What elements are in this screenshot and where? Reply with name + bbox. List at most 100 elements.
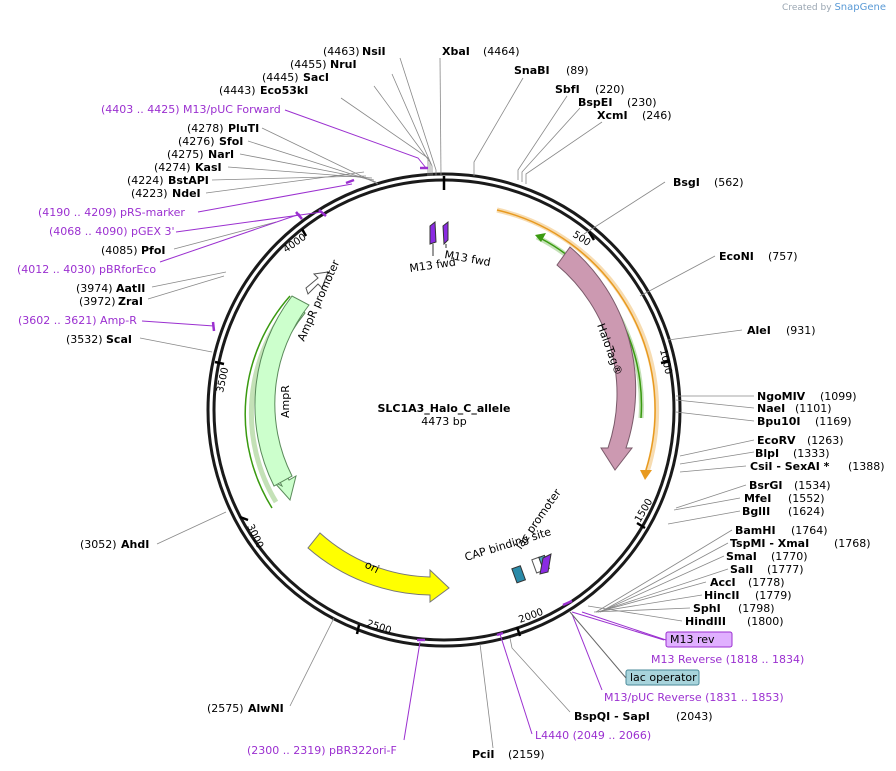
enzyme-pos-sbfi: (220) (595, 83, 625, 96)
plasmid-name: SLC1A3_Halo_C_allele (377, 402, 510, 415)
enzyme-pos-csii: (1388) (848, 460, 885, 473)
primer-l4440: L4440 (2049 .. 2066) (535, 729, 651, 742)
enzyme-pos-kasi: (4274) (154, 161, 191, 174)
leader-lines (139, 57, 755, 749)
primer-labels: (4403 .. 4425) M13/pUC Forward (4190 .. … (17, 103, 804, 757)
ampr-label: AmpR (279, 385, 292, 418)
enzyme-name-sali: SalI (730, 563, 753, 576)
enzyme-name-ngomiv: NgoMIV (757, 390, 806, 403)
enzyme-pos-ahdi: (3052) (80, 538, 117, 551)
enzyme-pos-eco53ki: (4443) (219, 84, 256, 97)
ori-feature (307, 532, 450, 603)
enzyme-name-nrui: NruI (330, 58, 357, 71)
enzyme-name-pfoi: PfoI (141, 244, 166, 257)
tick-marks (214, 228, 671, 637)
m13-fwd-feature-2 (442, 220, 449, 246)
enzyme-pos-hindiii: (1800) (747, 615, 784, 628)
enzyme-pos-bglii: (1624) (788, 505, 825, 518)
enzyme-pos-xbai: (4464) (483, 45, 520, 58)
enzyme-pos-xcmi: (246) (642, 109, 672, 122)
enzyme-name-sfoi: SfoI (219, 135, 243, 148)
enzyme-pos-bstapi: (4224) (127, 174, 164, 187)
enzyme-name-saci: SacI (303, 71, 329, 84)
snapgene-credit: Created by SnapGene (782, 2, 886, 13)
enzyme-pos-ecorv: (1263) (807, 434, 844, 447)
enzyme-pos-hincii: (1779) (755, 589, 792, 602)
enzyme-pos-saci: (4445) (262, 71, 299, 84)
enzyme-name-bstapi: BstAPI (168, 174, 209, 187)
enzyme-name-bpu10i: Bpu10I (757, 415, 801, 428)
enzyme-name-ahdi: AhdI (121, 538, 149, 551)
tick-label-1000: 1000 (657, 348, 673, 375)
enzyme-name-blpi: BlpI (755, 447, 779, 460)
enzyme-pos-econi: (757) (768, 250, 798, 263)
enzyme-name-sbfi: SbfI (555, 83, 580, 96)
enzyme-pos-alei: (931) (786, 324, 816, 337)
enzyme-pos-ngomiv: (1099) (820, 390, 857, 403)
enzyme-pos-alwni: (2575) (207, 702, 244, 715)
orf-orange-arrowhead (640, 470, 652, 480)
enzyme-pos-bpu10i: (1169) (815, 415, 852, 428)
ampr-body (254, 295, 310, 487)
backbone-outer (206, 172, 682, 648)
orf-green-arrowhead (535, 233, 546, 242)
halotag-feature (556, 246, 637, 471)
enzyme-name-scai: ScaI (106, 333, 132, 346)
snapgene-logo: SnapGene (834, 2, 886, 13)
enzyme-pos-sphi: (1798) (738, 602, 775, 615)
tick-label-3500: 3500 (215, 366, 231, 393)
enzyme-name-bglii: BglII (742, 505, 770, 518)
enzyme-name-acci: AccI (710, 576, 736, 589)
enzyme-name-zrai: ZraI (118, 295, 143, 308)
enzyme-pos-nrui: (4455) (290, 58, 327, 71)
enzyme-name-mfei: MfeI (744, 492, 771, 505)
enzyme-pos-bsgi: (562) (714, 176, 744, 189)
enzyme-pos-pcii: (2159) (508, 748, 545, 761)
enzyme-pos-nsii: (4463) (323, 45, 360, 58)
primer-prs-marker: (4190 .. 4209) pRS-marker (38, 206, 185, 219)
enzyme-pos-smai: (1770) (771, 550, 808, 563)
primer-m13-puc-forward: (4403 .. 4425) M13/pUC Forward (101, 103, 281, 116)
enzyme-name-sphi: SphI (693, 602, 721, 615)
enzyme-pos-sfoi: (4276) (178, 135, 215, 148)
enzyme-pos-aatii: (3974) (76, 282, 113, 295)
enzyme-name-bspqi: BspQI - SapI (574, 710, 650, 723)
enzyme-name-kasi: KasI (195, 161, 222, 174)
enzyme-name-pcii: PciI (472, 748, 494, 761)
enzyme-pos-zrai: (3972) (79, 295, 116, 308)
m13-rev-feature (539, 553, 552, 575)
enzyme-pos-bspqi: (2043) (676, 710, 713, 723)
ori-label: ori (363, 558, 382, 576)
enzyme-name-naei: NaeI (757, 402, 785, 415)
primer-marks (211, 166, 573, 642)
enzyme-pos-snabi: (89) (566, 64, 589, 77)
enzyme-name-tspmi: TspMI - XmaI (730, 537, 809, 550)
m13-rev-box-label: M13 rev (670, 633, 715, 646)
ampr-promoter-feature (305, 271, 329, 295)
primer-amp-r: (3602 .. 3621) Amp-R (18, 314, 137, 327)
m13-fwd-feature-1 (429, 220, 437, 245)
enzyme-name-alei: AleI (747, 324, 771, 337)
enzyme-pos-naei: (1101) (795, 402, 832, 415)
enzyme-name-ecorv: EcoRV (757, 434, 796, 447)
ampr-orf-line (244, 295, 291, 509)
enzyme-pos-bsrgi: (1534) (794, 479, 831, 492)
cap-binding-site-feature (511, 565, 527, 584)
enzyme-name-nari: NarI (208, 148, 234, 161)
lac-operator-box-leader (569, 611, 627, 679)
enzyme-name-smai: SmaI (726, 550, 757, 563)
enzyme-pos-tspmi: (1768) (834, 537, 871, 550)
enzyme-labels: (4463) NsiI (4455) NruI (4445) SacI (444… (66, 45, 885, 761)
m13-rev-box-leader (581, 611, 667, 641)
enzyme-name-hincii: HincII (704, 589, 740, 602)
enzyme-name-ndei: NdeI (172, 187, 201, 200)
enzyme-name-snabi: SnaBI (514, 64, 550, 77)
enzyme-name-bspei: BspEI (578, 96, 612, 109)
enzyme-pos-mfei: (1552) (788, 492, 825, 505)
enzyme-name-aatii: AatII (116, 282, 145, 295)
enzyme-name-hindiii: HindIII (685, 615, 726, 628)
primer-m13-puc-reverse: M13/pUC Reverse (1831 .. 1853) (604, 691, 784, 704)
enzyme-pos-scai: (3532) (66, 333, 103, 346)
primer-leaders (141, 109, 665, 741)
enzyme-pos-bspei: (230) (627, 96, 657, 109)
